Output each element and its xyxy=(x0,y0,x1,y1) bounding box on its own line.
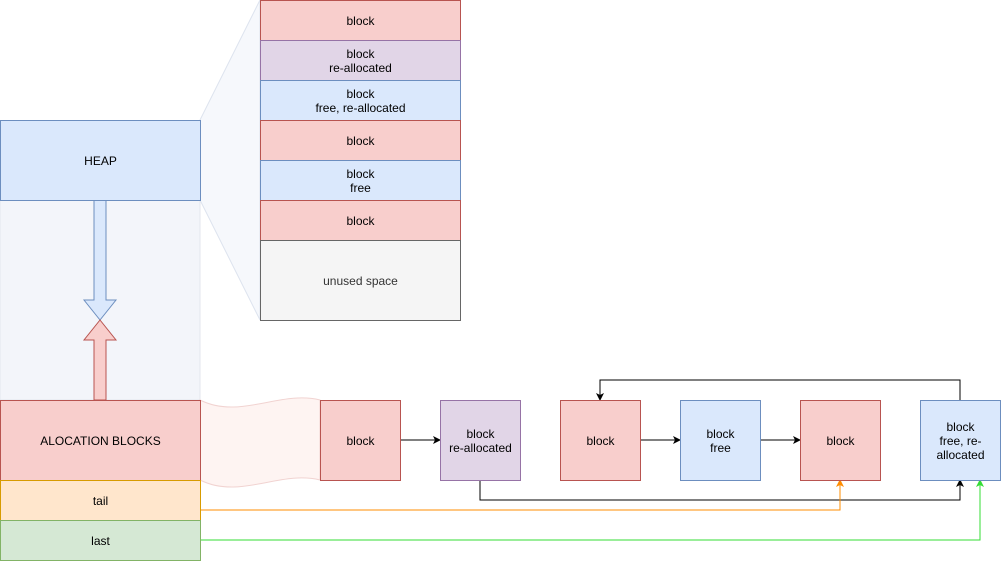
heap-block-4: block xyxy=(260,120,461,161)
allocation-blocks-label: ALOCATION BLOCKS xyxy=(40,433,161,448)
heap-zoom-projection xyxy=(199,0,261,321)
chain-block-line: free, re- xyxy=(939,433,982,448)
chain-block-5: block xyxy=(800,400,881,481)
heap-box: HEAP xyxy=(0,120,201,201)
chain-block-line: block xyxy=(466,426,495,441)
chain-block-line: block xyxy=(586,433,615,448)
heap-label: HEAP xyxy=(84,153,117,168)
chain-block-6: block free, re- allocated xyxy=(920,400,1001,481)
chain-block-3: block xyxy=(560,400,641,481)
link-6-3 xyxy=(596,379,961,401)
heap-unused-space: unused space xyxy=(260,240,461,321)
heap-block-3: block free, re-allocated xyxy=(260,80,461,121)
tail-pointer xyxy=(200,479,844,511)
heap-block-line: unused space xyxy=(323,273,398,288)
chain-block-4: block free xyxy=(680,400,761,481)
chain-block-2: block re-allocated xyxy=(440,400,521,481)
heap-block-2: block re-allocated xyxy=(260,40,461,81)
chain-zoom-projection xyxy=(199,397,321,488)
last-pointer xyxy=(200,479,984,541)
tail-field: tail xyxy=(0,480,201,521)
heap-block-line: re-allocated xyxy=(329,60,392,75)
heap-block-5: block free xyxy=(260,160,461,201)
last-label: last xyxy=(91,533,110,548)
chain-block-line: free xyxy=(710,440,731,455)
chain-block-line: block xyxy=(706,426,735,441)
heap-block-6: block xyxy=(260,200,461,241)
heap-block-line: block xyxy=(346,166,375,181)
heap-block-line: block xyxy=(346,213,375,228)
heap-block-line: block xyxy=(346,46,375,61)
heap-block-1: block xyxy=(260,0,461,41)
allocation-up-arrow xyxy=(82,319,118,401)
heap-block-line: block xyxy=(346,86,375,101)
chain-block-line: block xyxy=(946,419,975,434)
chain-block-line: re-allocated xyxy=(449,440,512,455)
last-field: last xyxy=(0,520,201,561)
heap-block-line: free, re-allocated xyxy=(315,100,406,115)
heap-block-line: block xyxy=(346,133,375,148)
link-2-6 xyxy=(479,479,964,501)
chain-block-line: block xyxy=(826,433,855,448)
chain-block-1: block xyxy=(320,400,401,481)
heap-block-line: free xyxy=(350,180,371,195)
tail-label: tail xyxy=(92,493,109,508)
allocation-blocks-box: ALOCATION BLOCKS xyxy=(0,400,201,481)
heap-down-arrow xyxy=(82,199,118,321)
heap-block-line: block xyxy=(346,13,375,28)
chain-block-line: allocated xyxy=(936,447,985,462)
chain-block-line: block xyxy=(346,433,375,448)
